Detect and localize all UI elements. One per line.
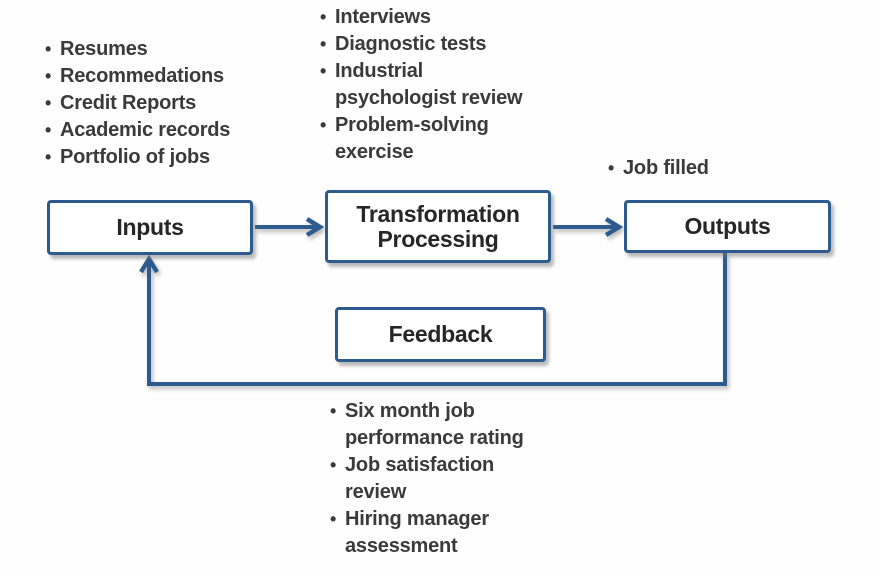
bullet-icon: • bbox=[45, 66, 52, 86]
list-item: • Interviews bbox=[320, 4, 527, 31]
outputs-box: Outputs bbox=[624, 200, 831, 253]
bullet-icon: • bbox=[45, 147, 52, 167]
bullet-icon: • bbox=[45, 39, 52, 59]
processing-items-list: • Interviews • Diagnostic tests • Indust… bbox=[320, 4, 527, 166]
list-item-text: Job satisfaction review bbox=[345, 454, 495, 503]
feedback-box-label: Feedback bbox=[388, 321, 493, 347]
list-item-text: Interviews bbox=[335, 6, 431, 28]
feedback-items-list: • Six month job performance rating • Job… bbox=[330, 398, 542, 560]
bullet-icon: • bbox=[320, 115, 327, 135]
list-item-text: Recommedations bbox=[60, 65, 224, 87]
bullet-icon: • bbox=[330, 401, 337, 421]
list-item-text: Hiring manager assessment bbox=[345, 508, 489, 557]
list-item: • Portfolio of jobs bbox=[45, 144, 230, 171]
list-item-text: Industrial psychologist review bbox=[335, 60, 523, 109]
list-item-text: Six month job performance rating bbox=[345, 400, 524, 449]
list-item-text: Credit Reports bbox=[60, 92, 197, 114]
outputs-box-label: Outputs bbox=[684, 213, 771, 239]
list-item: • Academic records bbox=[45, 117, 230, 144]
bullet-icon: • bbox=[320, 7, 327, 27]
bullet-icon: • bbox=[608, 158, 615, 178]
bullet-icon: • bbox=[330, 509, 337, 529]
bullet-icon: • bbox=[330, 455, 337, 475]
transformation-processing-box-label: Transformation Processing bbox=[356, 200, 520, 252]
list-item: • Diagnostic tests bbox=[320, 31, 527, 58]
feedback-loop-arrow bbox=[139, 253, 727, 386]
list-item-text: Job filled bbox=[623, 157, 709, 179]
bullet-icon: • bbox=[45, 93, 52, 113]
transformation-processing-box: Transformation Processing bbox=[325, 190, 551, 263]
feedback-box: Feedback bbox=[335, 307, 546, 362]
bullet-icon: • bbox=[45, 120, 52, 140]
list-item: • Problem-solving exercise bbox=[320, 112, 527, 166]
bullet-icon: • bbox=[320, 61, 327, 81]
inputs-box-label: Inputs bbox=[116, 214, 184, 240]
bullet-icon: • bbox=[320, 34, 327, 54]
list-item-text: Diagnostic tests bbox=[335, 33, 487, 55]
list-item-text: Problem-solving exercise bbox=[335, 114, 489, 163]
list-item: • Industrial psychologist review bbox=[320, 58, 527, 112]
list-item: • Job filled bbox=[608, 155, 709, 182]
list-item: • Credit Reports bbox=[45, 90, 230, 117]
list-item: • Resumes bbox=[45, 36, 230, 63]
list-item: • Six month job performance rating bbox=[330, 398, 542, 452]
inputs-items-list: • Resumes • Recommedations • Credit Repo… bbox=[45, 36, 230, 171]
list-item-text: Resumes bbox=[60, 38, 148, 60]
list-item-text: Academic records bbox=[60, 119, 231, 141]
list-item-text: Portfolio of jobs bbox=[60, 146, 210, 168]
list-item: • Hiring manager assessment bbox=[330, 506, 542, 560]
outputs-items-list: • Job filled bbox=[608, 155, 709, 182]
inputs-box: Inputs bbox=[47, 200, 253, 255]
list-item: • Recommedations bbox=[45, 63, 230, 90]
list-item: • Job satisfaction review bbox=[330, 452, 542, 506]
